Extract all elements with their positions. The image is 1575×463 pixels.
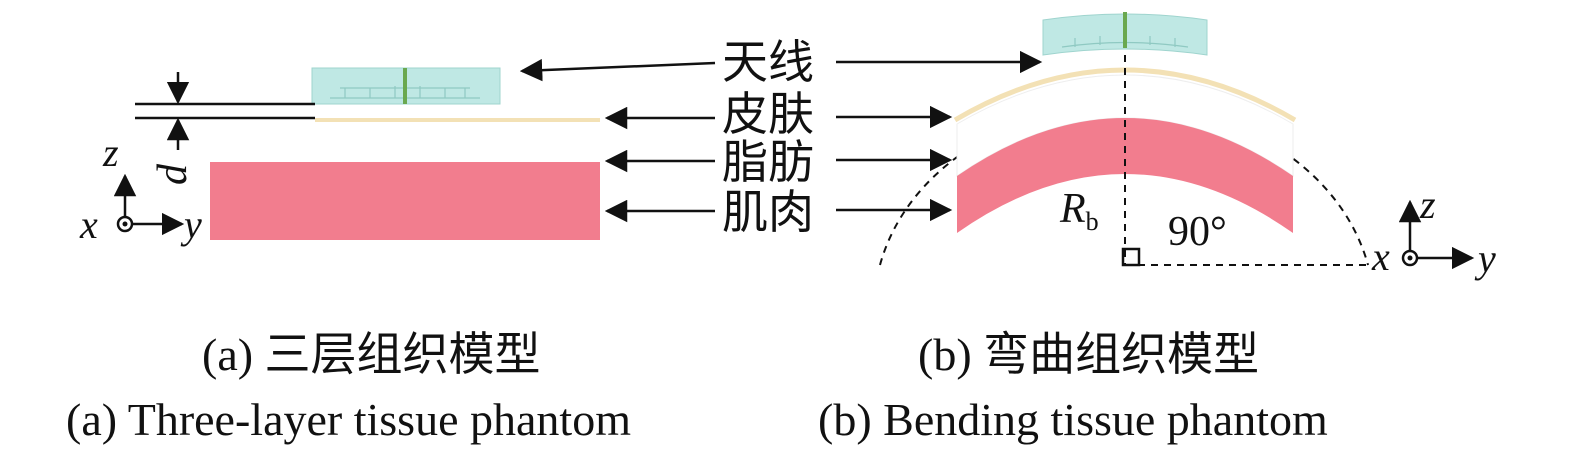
- label-muscle: 肌肉: [722, 187, 814, 238]
- right-angle-mark: [1121, 247, 1141, 267]
- captions: (a) 三层组织模型 (a) Three-layer tissue phanto…: [66, 329, 1328, 445]
- antenna-curved: [1042, 12, 1208, 56]
- muscle-layer-curved: [957, 118, 1293, 233]
- panel-a: d z x y: [79, 67, 600, 247]
- muscle-layer-flat: [210, 162, 600, 240]
- axis-label-x-b: x: [1371, 234, 1390, 279]
- dimension-label-d: d: [150, 163, 196, 185]
- axis-label-y-b: y: [1474, 236, 1496, 281]
- axes-a: z x y: [79, 130, 202, 247]
- thickness-dimension: [135, 72, 315, 150]
- out-of-plane-axis-icon-b: [1401, 249, 1419, 267]
- axis-label-z-b: z: [1419, 182, 1436, 227]
- label-fat: 脂肪: [722, 137, 814, 188]
- out-of-plane-axis-icon: [116, 215, 134, 233]
- axes-b: z x y: [1371, 182, 1496, 281]
- radius-label: Rb: [1059, 186, 1099, 236]
- angle-label: 90°: [1168, 209, 1227, 255]
- pointer-arrows: [519, 50, 1043, 223]
- axis-label-z: z: [102, 130, 119, 175]
- label-antenna: 天线: [722, 37, 814, 88]
- caption-a-en: (a) Three-layer tissue phantom: [66, 394, 631, 445]
- label-skin: 皮肤: [722, 89, 814, 140]
- layer-labels: 天线 皮肤 脂肪 肌肉: [722, 37, 814, 238]
- caption-a-cn: (a) 三层组织模型: [202, 329, 541, 380]
- caption-b-cn: (b) 弯曲组织模型: [918, 329, 1259, 380]
- axis-label-x: x: [79, 202, 98, 247]
- axis-label-y: y: [180, 202, 202, 247]
- skin-layer-flat: [315, 118, 600, 122]
- panel-b: Rb 90° z x y: [879, 12, 1496, 281]
- caption-b-en: (b) Bending tissue phantom: [818, 394, 1328, 445]
- antenna-flat: [311, 67, 501, 105]
